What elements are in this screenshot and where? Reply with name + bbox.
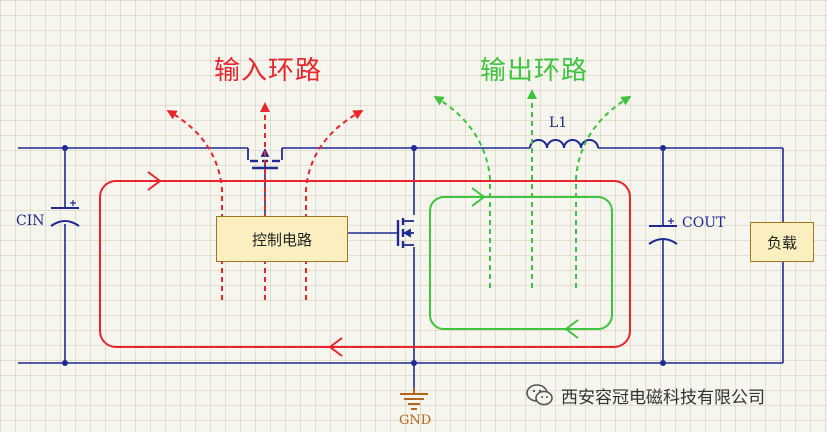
input-loop-title: 输入环路 [214,56,323,86]
cin-capacitor-symbol [50,200,80,227]
watermark: 西安容冠电磁科技有限公司 [525,382,765,408]
control-circuit-label: 控制电路 [251,230,312,249]
low-side-mosfet-symbol [396,218,414,248]
control-circuit-box: 控制电路 [216,216,348,262]
wires [18,147,784,388]
input-loop-path [99,171,631,357]
load-box: 负载 [750,222,814,262]
inductor-symbol [529,139,599,149]
watermark-text: 西安容冠电磁科技有限公司 [561,387,765,408]
ground-label: GND [399,413,432,428]
cout-label: COUT [682,215,726,231]
input-radiation-arrows [166,102,364,300]
cout-capacitor-symbol [648,218,678,245]
junction-dots [62,145,666,366]
wechat-icon [526,384,553,406]
output-loop-title: 输出环路 [480,56,589,86]
output-loop-path [429,187,613,339]
load-label: 负载 [766,233,797,252]
output-radiation-arrows [433,89,632,288]
ground-symbol [400,388,428,410]
inductor-label: L1 [549,115,568,131]
cin-label: CIN [16,213,45,229]
